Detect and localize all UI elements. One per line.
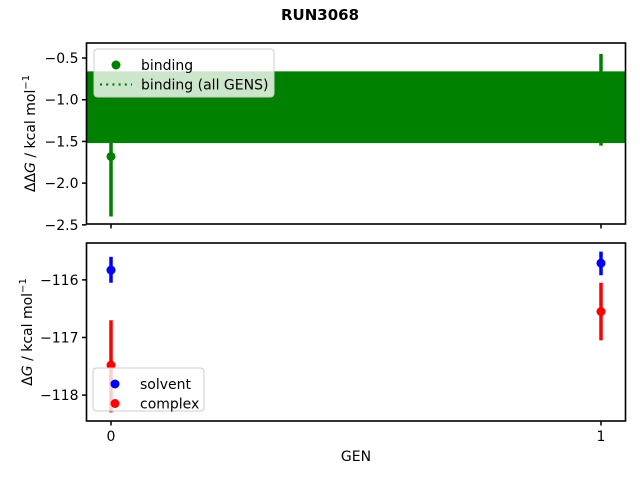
marker-solvent-gen1: [596, 258, 606, 268]
x-tick-label: 0: [107, 429, 116, 445]
figure-title: RUN3068: [280, 6, 360, 24]
y-tick-label: −117: [40, 330, 78, 346]
legend-box: [93, 48, 275, 98]
plot-frame: [85, 242, 627, 422]
y-tick-label: −116: [40, 273, 79, 289]
legend-item-label: binding (all GENS): [141, 78, 268, 94]
y-tick-label: −118: [40, 388, 78, 404]
y-tick-label: −2.0: [45, 176, 79, 192]
subplot-binding: −0.5 −1.0 −1.5 −2.0 −2.5 ΔΔG / kcal mol−1 bind…: [21, 42, 627, 234]
legend-item-label: binding: [141, 58, 193, 74]
x-axis-label: GEN: [341, 449, 371, 465]
y-tick-label: −2.5: [45, 218, 79, 234]
y-axis-label: ΔΔG / kcal mol−1: [21, 75, 39, 192]
legend-box: [92, 367, 205, 412]
marker-binding-gen0: [106, 151, 116, 161]
legend-upper-left: binding binding (all GENS): [93, 48, 275, 98]
marker-complex-gen1: [596, 307, 606, 317]
marker-complex-gen0: [106, 360, 116, 370]
x-tick-label: 1: [597, 429, 606, 445]
legend-item-label: solvent: [140, 377, 192, 393]
marker-binding-gen1: [596, 86, 606, 96]
marker-solvent-gen0: [106, 265, 116, 275]
legend-marker-dot-solvent: [110, 379, 120, 389]
legend-marker-dot-complex: [110, 399, 120, 408]
legend-item-label: complex: [140, 397, 199, 413]
plot-frame: [85, 42, 627, 225]
y-axis-label: ΔG / kcal mol−1: [18, 278, 36, 386]
y-tick-label: −0.5: [45, 51, 79, 67]
legend-marker-dot-binding: [111, 60, 121, 70]
legend-lower-left: solvent complex: [92, 367, 205, 413]
y-tick-label: −1.5: [45, 134, 79, 150]
y-tick-label: −1.0: [45, 93, 79, 109]
